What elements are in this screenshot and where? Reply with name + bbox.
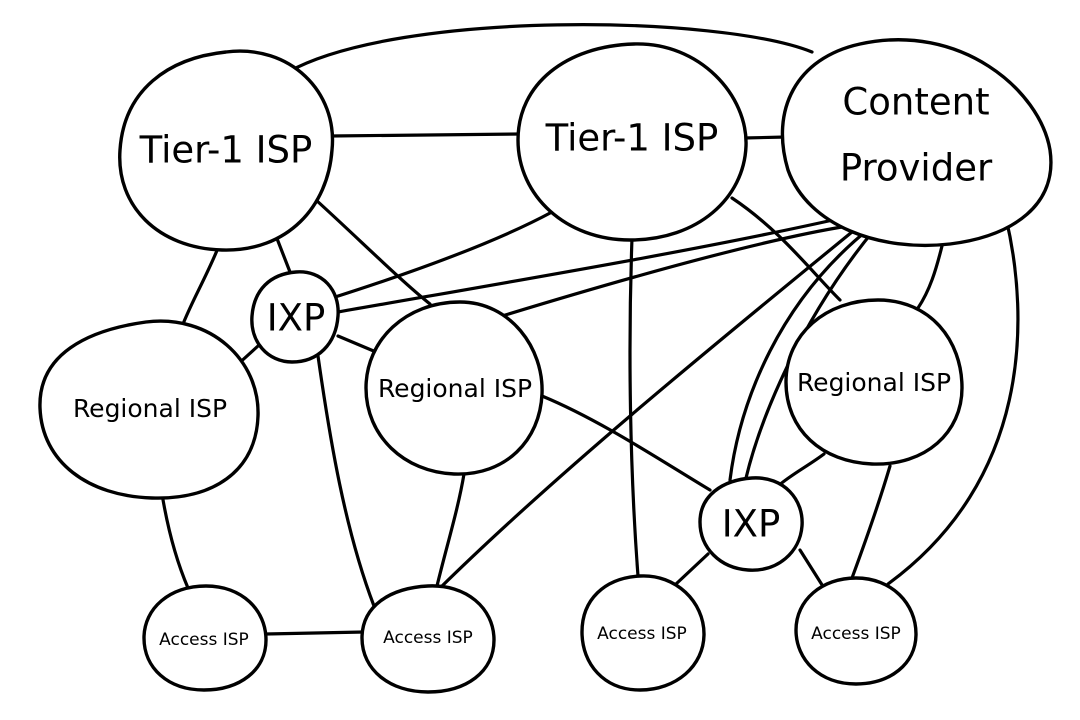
node-regional-isp-right: Regional ISP (784, 298, 964, 466)
node-regional-right-label: Regional ISP (797, 368, 951, 397)
node-content-provider-label-line2: Provider (840, 147, 993, 190)
node-regional-right-shape (784, 298, 964, 466)
node-regional-middle-label: Regional ISP (378, 374, 532, 403)
node-tier1-isp-left: Tier-1 ISP (118, 49, 335, 252)
node-ixp-right-shape (698, 476, 804, 572)
node-ixp-left: IXP (250, 270, 340, 364)
node-regional-left-label: Regional ISP (73, 394, 227, 423)
link-regionalleft-access1 (160, 492, 190, 590)
link-tier1left-regionalmiddle (314, 198, 432, 306)
node-access-1-label: Access ISP (159, 630, 249, 650)
node-content-provider-label-line1: Content (842, 81, 989, 124)
node-ixp-left-shape (250, 270, 340, 364)
node-access-isp-4: Access ISP (794, 576, 918, 686)
node-access-3-shape (580, 574, 706, 692)
node-regional-left-shape (38, 319, 260, 500)
node-content-provider: Content Provider (780, 38, 1053, 248)
node-ixp-right: IXP (698, 476, 804, 572)
node-tier1-isp-right: Tier-1 ISP (516, 42, 748, 242)
link-tier1left-tier1right (328, 132, 522, 138)
link-tier1left-regionalleft (178, 246, 220, 334)
nodes: Tier-1 ISP Tier-1 ISP Content Provider I… (38, 38, 1053, 694)
node-tier1-left-shape (118, 49, 335, 252)
link-regionalmiddle-contentprovider (500, 224, 850, 318)
node-regional-middle-shape (364, 300, 544, 476)
node-access-isp-3: Access ISP (580, 574, 706, 692)
link-ixpleft-access2 (316, 354, 376, 608)
node-tier1-left-label: Tier-1 ISP (139, 129, 313, 172)
link-tier1right-access3 (628, 236, 640, 578)
link-tier1left-ixpleft (274, 234, 292, 274)
node-access-2-label: Access ISP (383, 628, 473, 648)
node-tier1-right-shape (516, 42, 748, 242)
link-contentprovider-access4 (886, 216, 1020, 586)
link-regionalright-access4 (850, 464, 892, 580)
link-ixpright-access4 (798, 548, 826, 590)
link-contentprovider-regionalright (916, 244, 944, 310)
node-regional-isp-middle: Regional ISP (364, 300, 544, 476)
node-access-4-shape (794, 576, 918, 686)
link-ixpleft-tier1right (330, 210, 554, 300)
node-tier1-right-label: Tier-1 ISP (545, 117, 719, 160)
link-ixpleft-regionalmiddle (336, 334, 378, 354)
node-regional-isp-left: Regional ISP (38, 319, 260, 500)
node-ixp-left-label: IXP (267, 297, 326, 340)
node-access-isp-2: Access ISP (360, 584, 496, 694)
link-tier1left-contentprovider (286, 23, 814, 74)
link-tier1right-contentprovider (742, 135, 788, 140)
edges (160, 23, 1020, 636)
link-ixpright-access3 (674, 552, 710, 586)
link-regionalmiddle-access2 (434, 472, 466, 592)
node-content-provider-shape (780, 38, 1053, 248)
link-access1-access2 (264, 630, 366, 636)
link-contentprovider-access2 (438, 230, 854, 590)
link-ixpleft-contentprovider (336, 216, 844, 314)
node-access-isp-1: Access ISP (142, 584, 268, 692)
link-regionalmiddle-ixpright (540, 394, 712, 492)
node-access-4-label: Access ISP (811, 624, 901, 644)
node-access-3-label: Access ISP (597, 624, 687, 644)
link-contentprovider-ixpright-a (728, 226, 872, 482)
link-regionalright-ixpright (776, 452, 826, 488)
node-access-2-shape (360, 584, 496, 694)
node-access-1-shape (142, 584, 268, 692)
node-ixp-right-label: IXP (722, 503, 781, 546)
